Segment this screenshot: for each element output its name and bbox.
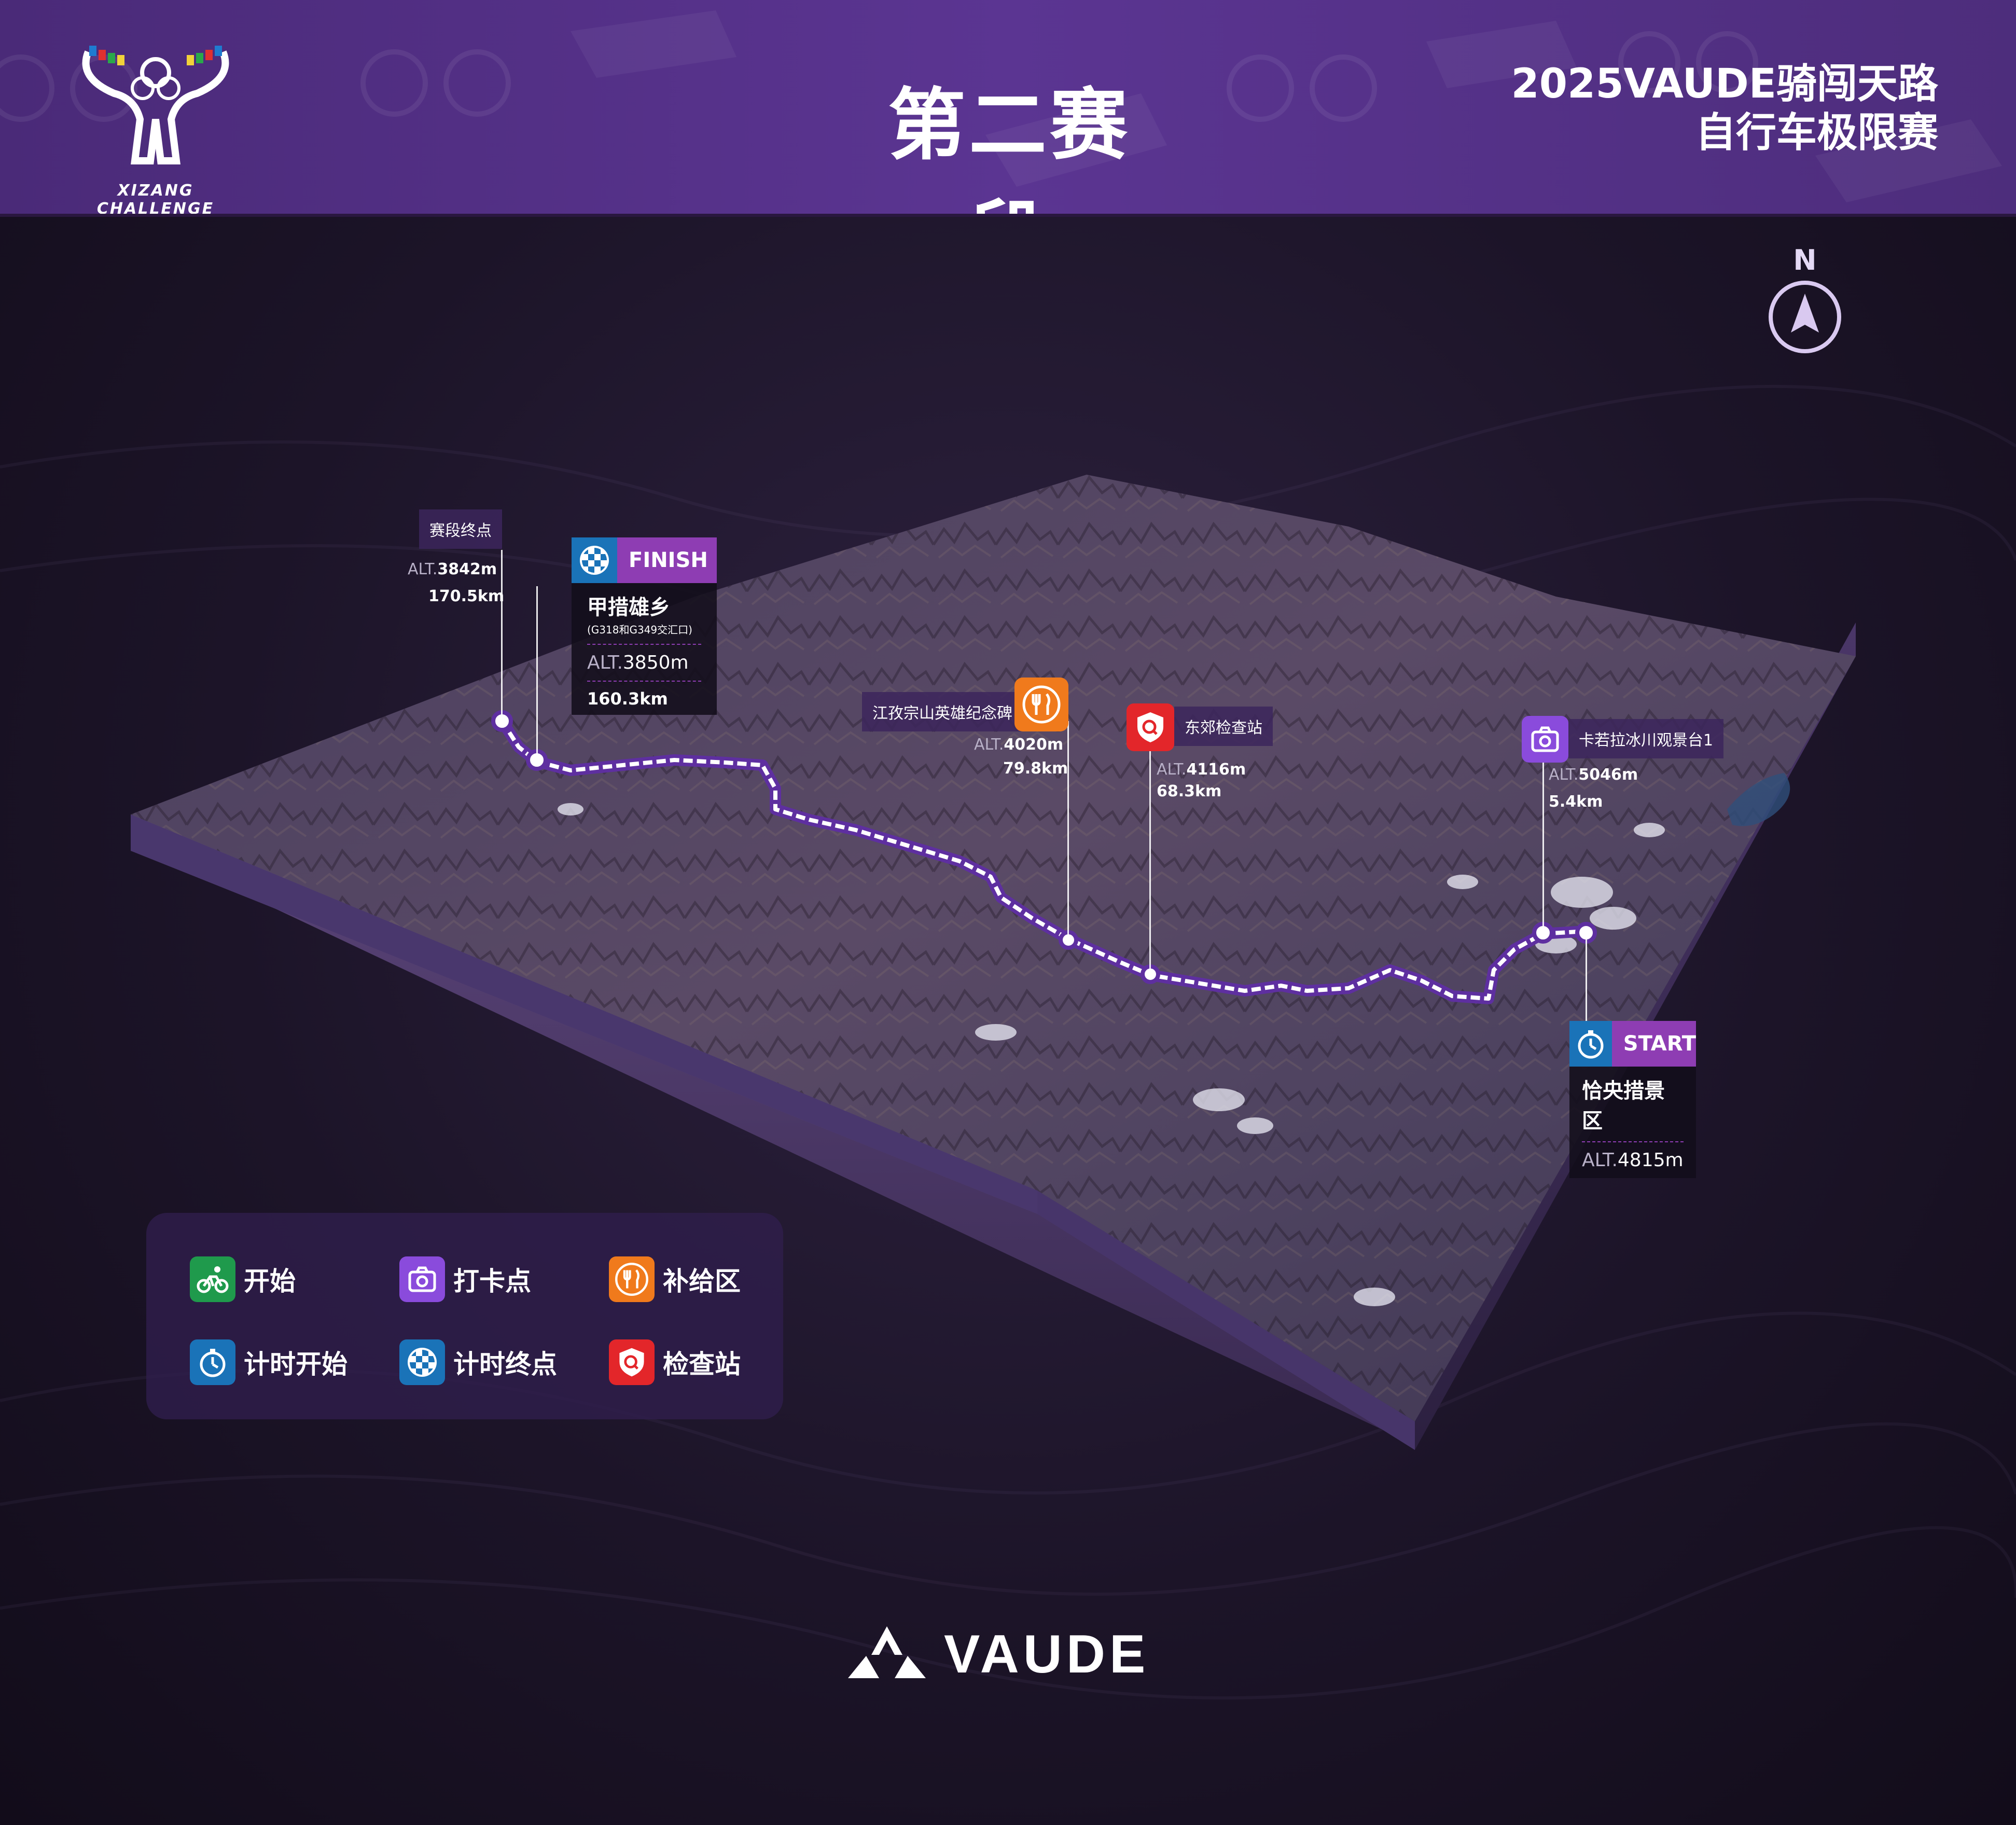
leader-monument — [1067, 721, 1069, 939]
route-line — [500, 720, 1587, 1001]
legend-panel: 开始 打卡点 补给区 计时开始 计时终点 — [146, 1213, 783, 1419]
legend-item-start: 开始 — [190, 1256, 296, 1302]
stage-end-altitude: ALT.3842m — [408, 560, 497, 578]
cyclist-icon — [190, 1256, 235, 1302]
compass: N — [1766, 244, 1844, 358]
stage-end-km: 170.5km — [428, 587, 505, 605]
stopwatch-icon — [1569, 1021, 1612, 1067]
monument-altitude: ALT.4020m — [974, 736, 1064, 754]
finish-card[interactable]: FINISH 甲措雄乡 (G318和G349交汇口) ALT.3850m 160… — [572, 537, 717, 715]
legend-item-checkpoint: 检查站 — [609, 1339, 741, 1385]
leader-glacier — [1542, 763, 1544, 932]
utensils-icon — [1014, 678, 1068, 731]
shield-check-icon — [1127, 703, 1174, 751]
finish-altitude: ALT.3850m — [587, 652, 689, 673]
race-name: 2025VAUDE骑闯天路 自行车极限赛 — [1511, 60, 1939, 157]
camera-icon — [399, 1256, 445, 1302]
lake — [1727, 773, 1790, 826]
compass-north-label: N — [1793, 244, 1817, 276]
start-title: 恰央措景区 — [1582, 1079, 1665, 1133]
checkered-flag-icon — [572, 537, 617, 583]
finish-badge: FINISH — [617, 537, 717, 583]
vaude-logo-icon — [848, 1626, 926, 1678]
checkpoint-label: 东郊检查站 — [1174, 707, 1273, 746]
race-name-line1: 2025VAUDE骑闯天路 — [1511, 61, 1939, 107]
legend-item-timing-end: 计时终点 — [399, 1339, 557, 1385]
leader-stage-end — [501, 550, 503, 721]
legend-label-checkin: 打卡点 — [453, 1266, 531, 1296]
route-points — [491, 710, 1597, 984]
legend-label-timing-start: 计时开始 — [244, 1349, 347, 1379]
glacier-altitude: ALT.5046m — [1549, 766, 1638, 784]
camera-icon — [1522, 716, 1568, 763]
glacier-label: 卡若拉冰川观景台1 — [1568, 719, 1724, 758]
start-altitude: ALT.4815m — [1582, 1150, 1684, 1171]
stage-end-label: 赛段终点 — [419, 509, 502, 549]
compass-arrow-icon — [1769, 281, 1841, 353]
legend-item-timing-start: 计时开始 — [190, 1339, 347, 1385]
legend-label-supply: 补给区 — [663, 1266, 741, 1296]
legend-label-checkpoint: 检查站 — [663, 1349, 741, 1379]
xizang-challenge-logo: XIZANG CHALLENGE — [57, 21, 254, 214]
vaude-brand: VAUDE — [845, 1624, 1177, 1684]
stopwatch-icon — [190, 1339, 235, 1385]
finish-km: 160.3km — [587, 689, 668, 709]
checkered-flag-icon — [399, 1339, 445, 1385]
stage-title: 第二赛段 — [887, 80, 1131, 214]
finish-subtitle: (G318和G349交汇口) — [587, 624, 692, 636]
utensils-icon — [609, 1256, 655, 1302]
checkpoint-km: 68.3km — [1157, 782, 1222, 800]
leader-start — [1586, 934, 1587, 1022]
start-badge: START — [1611, 1021, 1696, 1067]
checkpoint-altitude: ALT.4116m — [1157, 761, 1246, 779]
shield-check-icon — [609, 1339, 655, 1385]
legend-item-checkin: 打卡点 — [399, 1256, 531, 1302]
glacier-km: 5.4km — [1549, 793, 1603, 811]
legend-item-supply: 补给区 — [609, 1256, 741, 1302]
leader-finish — [536, 586, 538, 760]
legend-label-timing-end: 计时终点 — [453, 1349, 557, 1379]
finish-title: 甲措雄乡 — [587, 596, 670, 619]
vaude-wordmark: VAUDE — [944, 1624, 1150, 1684]
race-name-line2: 自行车极限赛 — [1695, 109, 1938, 156]
leader-checkpoint — [1149, 747, 1151, 973]
monument-km: 79.8km — [1003, 759, 1068, 778]
start-card[interactable]: START 恰央措景区 ALT.4815m — [1569, 1021, 1696, 1178]
header-banner: XIZANG CHALLENGE 第二赛段 2025VAUDE骑闯天路 自行车极… — [0, 0, 2016, 217]
legend-label-start: 开始 — [244, 1266, 296, 1296]
logo-text: XIZANG CHALLENGE — [96, 182, 215, 217]
